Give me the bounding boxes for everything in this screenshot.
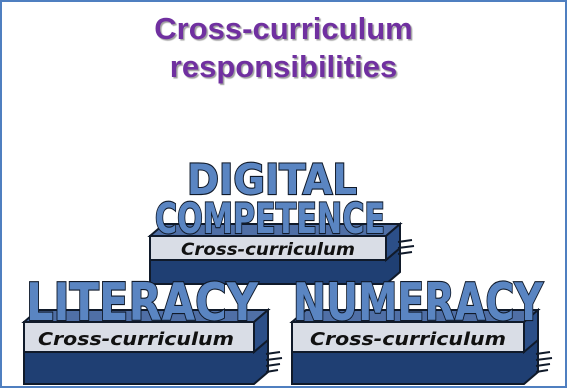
slide-title: Cross-curriculum responsibilities <box>2 10 565 86</box>
slide-title-line1: Cross-curriculum <box>154 11 413 46</box>
slide-title-line2: responsibilities <box>169 49 398 84</box>
digital-word: DIGITAL <box>187 155 357 204</box>
competence-word: COMPETENCE <box>155 194 385 243</box>
numeracy-label: Cross-curriculum <box>310 329 506 350</box>
digital-competence-label: Cross-curriculum <box>181 240 355 260</box>
literacy-word: LITERACY <box>26 273 259 333</box>
digital-competence-block: DIGITAL COMPETENCE Cross-curriculum <box>147 154 415 285</box>
literacy-block: LITERACY Cross-curriculum <box>21 272 283 385</box>
numeracy-word: NUMERACY <box>293 273 544 333</box>
numeracy-block: NUMERACY Cross-curriculum <box>289 272 553 385</box>
literacy-label: Cross-curriculum <box>38 329 234 350</box>
